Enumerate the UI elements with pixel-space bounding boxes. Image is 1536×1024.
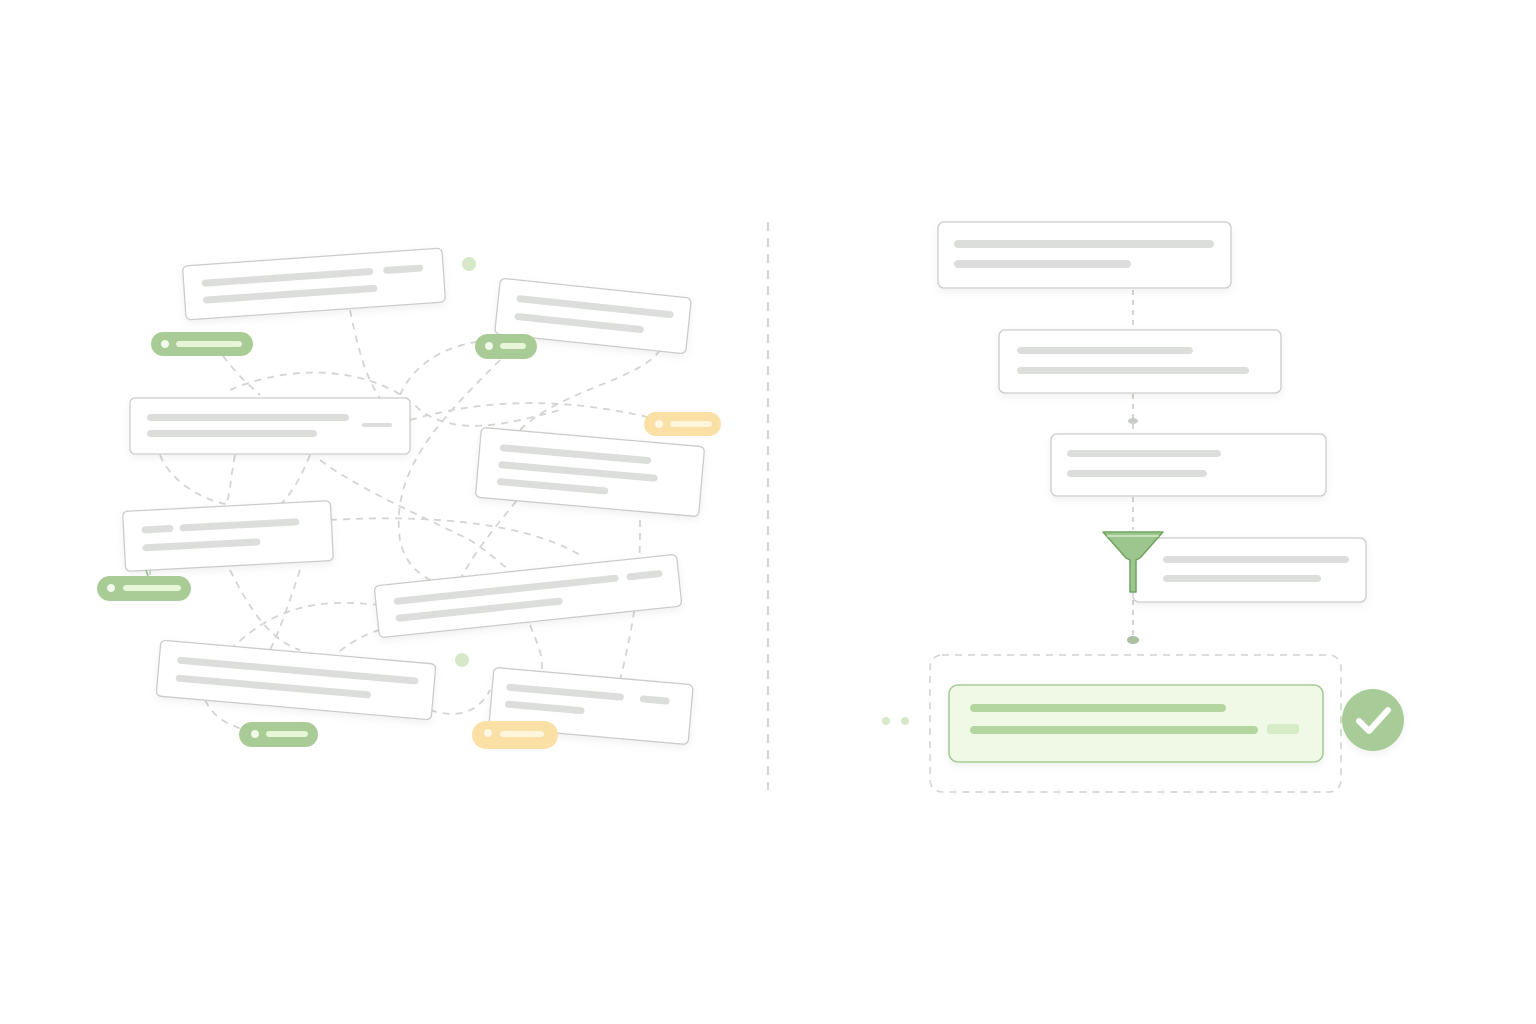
connector-line <box>409 402 661 421</box>
left-tags <box>97 257 721 749</box>
placeholder-line <box>639 695 670 705</box>
green-tag <box>475 334 537 359</box>
placeholder-line <box>954 260 1131 268</box>
placeholder-line <box>626 570 663 581</box>
green-dot <box>455 653 469 667</box>
placeholder-line <box>514 313 644 334</box>
scattered-card <box>122 500 334 572</box>
result-dashed-frame <box>929 654 1342 793</box>
placeholder-line <box>499 444 652 464</box>
placeholder-line <box>177 656 419 685</box>
placeholder-line <box>1017 347 1193 354</box>
connector-line <box>229 602 381 651</box>
green-tag <box>239 722 318 747</box>
placeholder-line <box>383 264 424 274</box>
result-card <box>948 684 1324 763</box>
connector-line <box>329 517 581 556</box>
connector-line <box>229 569 301 651</box>
placeholder-line <box>175 674 371 699</box>
placeholder-line <box>179 518 300 532</box>
funnel-icon <box>1102 531 1164 593</box>
ellipsis-dot <box>901 717 909 725</box>
connector-line <box>319 459 541 601</box>
placeholder-line <box>498 461 658 482</box>
connector-line <box>269 569 301 651</box>
placeholder-line <box>362 423 392 427</box>
scattered-card <box>182 247 446 321</box>
connector-line <box>459 469 541 581</box>
placeholder-line <box>201 268 374 287</box>
connector-line <box>159 454 231 506</box>
flow-step-card <box>1050 433 1327 497</box>
connector-line <box>204 699 246 731</box>
ellipsis-dot <box>882 717 890 725</box>
placeholder-line <box>141 525 174 534</box>
scattered-card <box>129 397 411 455</box>
placeholder-line <box>1163 575 1321 582</box>
connector-line <box>214 344 261 396</box>
placeholder-line <box>1017 367 1249 374</box>
placeholder-line <box>506 683 624 701</box>
placeholder-line <box>147 414 349 421</box>
placeholder-line <box>395 597 563 622</box>
connector-line <box>519 349 661 431</box>
connector-line <box>349 309 391 411</box>
placeholder-line <box>1067 470 1207 477</box>
left-cards <box>122 247 705 745</box>
green-dot <box>462 257 476 271</box>
connector-line <box>229 371 561 427</box>
orange-tag <box>472 721 558 749</box>
scattered-card <box>475 427 705 517</box>
placeholder-line <box>516 295 674 319</box>
checkmark-icon <box>1342 689 1404 751</box>
scattered-card <box>494 277 692 355</box>
flow-dot <box>1127 636 1139 644</box>
green-tag <box>151 332 253 356</box>
connector-line <box>429 689 491 715</box>
flow-step-card <box>1132 537 1367 603</box>
placeholder-line <box>147 430 317 437</box>
flow-step-card <box>998 329 1282 394</box>
placeholder-line <box>1163 556 1349 563</box>
scattered-card <box>155 639 437 721</box>
placeholder-line <box>142 538 261 552</box>
placeholder-line <box>393 574 619 605</box>
placeholder-line <box>1067 450 1221 457</box>
scattered-card <box>373 554 683 638</box>
placeholder-line <box>504 700 585 715</box>
placeholder-line <box>496 478 609 495</box>
flow-step-card <box>937 221 1232 289</box>
placeholder-line <box>954 240 1214 248</box>
placeholder-line <box>1267 724 1299 734</box>
connector-line <box>279 454 311 506</box>
placeholder-line <box>970 726 1258 734</box>
connector-line <box>224 454 236 506</box>
right-steps <box>937 221 1367 603</box>
placeholder-line <box>970 704 1226 712</box>
flow-dot <box>1128 418 1138 424</box>
orange-tag <box>644 412 721 436</box>
placeholder-line <box>202 284 378 304</box>
green-tag <box>97 569 191 601</box>
